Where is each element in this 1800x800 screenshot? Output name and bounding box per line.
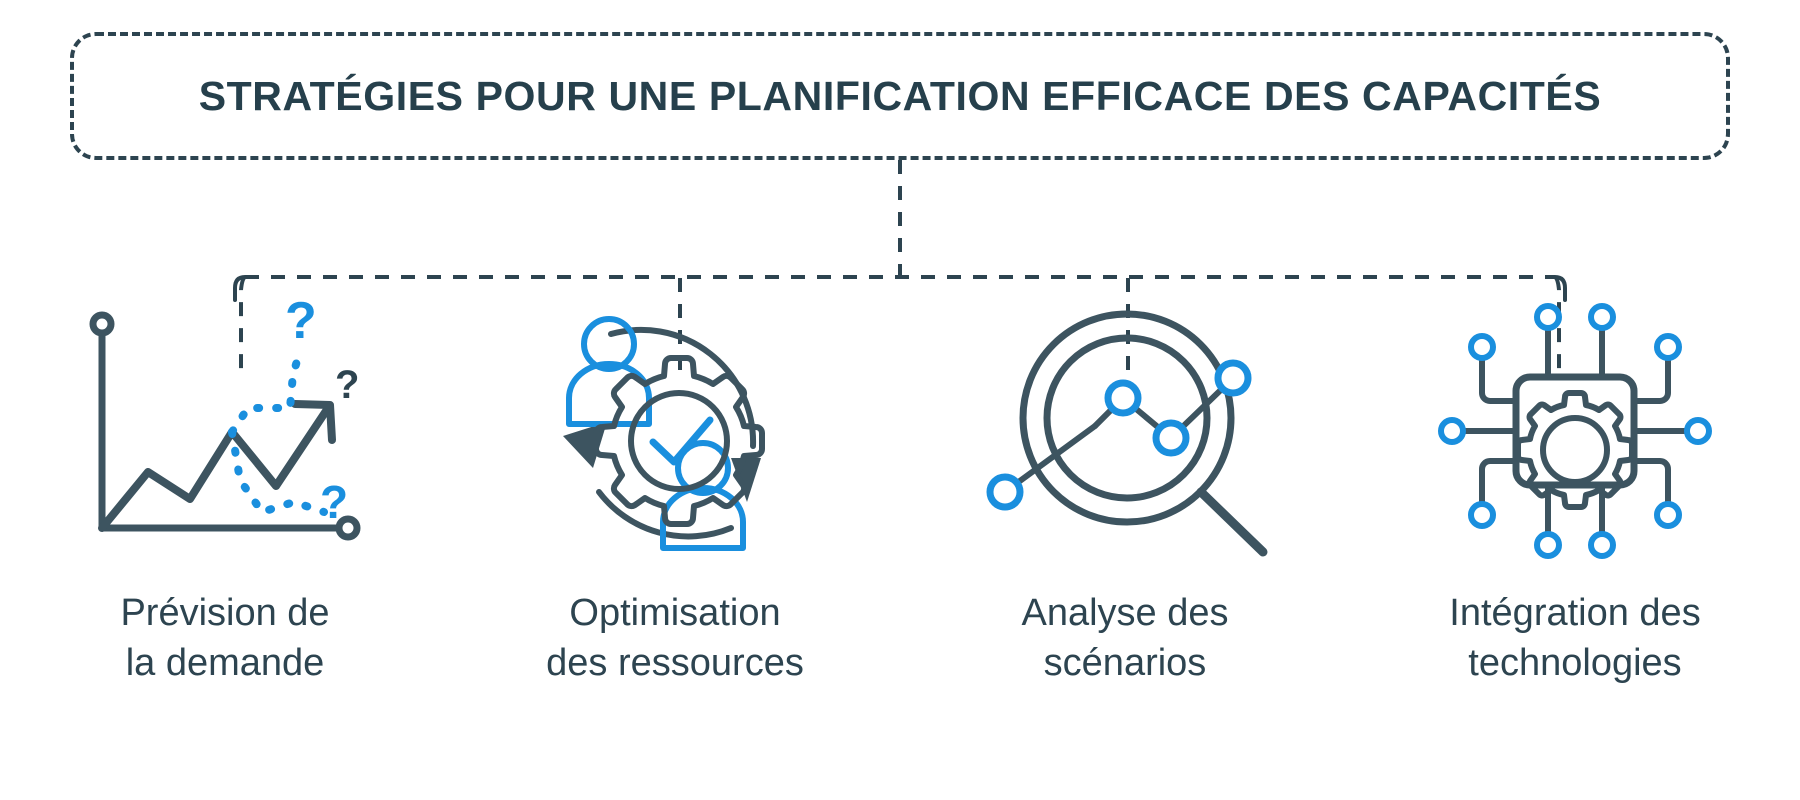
column-label-technology-integration: Intégration des technologies bbox=[1449, 592, 1701, 685]
title-box: STRATÉGIES POUR UNE PLANIFICATION EFFICA… bbox=[70, 32, 1730, 160]
page-title: STRATÉGIES POUR UNE PLANIFICATION EFFICA… bbox=[198, 72, 1602, 119]
svg-text:?: ? bbox=[335, 363, 359, 407]
network-node-1 bbox=[1104, 379, 1142, 417]
chip-node-bottom-right bbox=[1654, 501, 1682, 529]
magnifier-handle bbox=[1196, 487, 1268, 557]
icon-wrap-1: ? ? ? bbox=[70, 292, 380, 566]
demand-forecast-chart-icon: ? ? ? bbox=[89, 292, 361, 541]
chip-node-bottom-left bbox=[1468, 501, 1496, 529]
technology-integration-chip-icon bbox=[1438, 303, 1712, 559]
column-label-scenario-analysis: Analyse des scénarios bbox=[1021, 592, 1229, 685]
dotted-uncertainty-up bbox=[228, 354, 302, 436]
column-label-demand-forecast: Prévision de la demande bbox=[120, 592, 330, 685]
icon-wrap-4 bbox=[1420, 296, 1730, 566]
chip-traces bbox=[1459, 324, 1691, 538]
chip-node-right-mid bbox=[1684, 417, 1712, 445]
checkmark-icon bbox=[649, 416, 714, 466]
column-scenario-analysis[interactable]: Analyse des scénarios bbox=[900, 296, 1350, 688]
network-node-4 bbox=[1214, 359, 1252, 397]
resource-optimization-gear-icon bbox=[563, 316, 765, 551]
dotted-uncertainty-down bbox=[228, 428, 328, 516]
column-demand-forecast[interactable]: ? ? ? Prévision de la demande bbox=[0, 292, 450, 688]
network-node-2 bbox=[1152, 419, 1190, 457]
chip-node-bottom-2 bbox=[1588, 531, 1616, 559]
chip-node-left-mid bbox=[1438, 417, 1466, 445]
svg-text:?: ? bbox=[285, 292, 317, 350]
person-avatar-top-icon bbox=[566, 316, 652, 427]
icon-wrap-3 bbox=[970, 296, 1280, 566]
chip-node-bottom-1 bbox=[1534, 531, 1562, 559]
chip-inner-gear-icon bbox=[1515, 390, 1635, 510]
column-resource-optimization[interactable]: Optimisation des ressources bbox=[450, 296, 900, 688]
chip-connector-nodes bbox=[1438, 303, 1712, 559]
icon-wrap-2 bbox=[520, 296, 830, 566]
column-technology-integration[interactable]: Intégration des technologies bbox=[1350, 296, 1800, 688]
solid-trend-line bbox=[98, 400, 336, 532]
circular-arrow-path bbox=[596, 326, 757, 540]
chip-node-top-right bbox=[1654, 333, 1682, 361]
axis-right-node bbox=[335, 515, 361, 541]
svg-text:?: ? bbox=[320, 476, 348, 528]
question-mark-right-icon: ? bbox=[335, 363, 359, 407]
magnifier-outer-ring bbox=[1019, 310, 1235, 526]
scenario-analysis-magnifier-icon bbox=[986, 310, 1268, 557]
chip-node-top-left bbox=[1468, 333, 1496, 361]
chip-node-top-2 bbox=[1588, 303, 1616, 331]
question-mark-upper-icon: ? bbox=[285, 292, 317, 350]
columns-container: ? ? ? Prévision de la demande bbox=[0, 292, 1800, 766]
network-node-3 bbox=[986, 473, 1024, 511]
magnifier-lens-ring bbox=[1043, 334, 1211, 502]
question-mark-lower-icon: ? bbox=[320, 476, 348, 528]
chip-node-top-1 bbox=[1534, 303, 1562, 331]
gear-checkmark-icon bbox=[593, 355, 765, 527]
column-label-resource-optimization: Optimisation des ressources bbox=[546, 592, 804, 685]
axis-top-node bbox=[89, 311, 115, 337]
